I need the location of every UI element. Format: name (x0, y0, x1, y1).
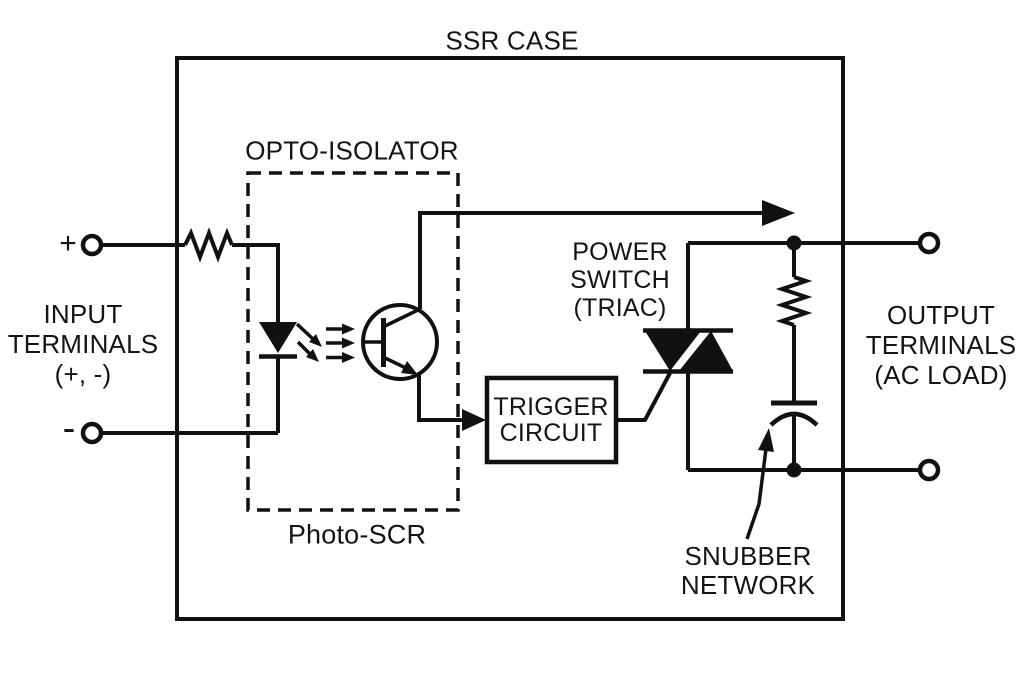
power-switch-label: POWER SWITCH (TRIAC) (570, 238, 670, 322)
terminal-icon (917, 458, 941, 482)
snubber-pointer-arrow (745, 428, 774, 540)
junction-icon (786, 462, 802, 478)
power-switch-line1: POWER (572, 238, 668, 266)
plus-sign: + (59, 227, 77, 260)
triac-icon (643, 243, 733, 470)
terminal-icon (80, 421, 104, 445)
terminals (80, 231, 941, 482)
photo-scr-label: Photo-SCR (287, 519, 427, 550)
phototransistor-icon (361, 303, 439, 381)
opto-isolator-label: OPTO-ISOLATOR (245, 135, 459, 166)
output-terminals-label: OUTPUT TERMINALS (AC LOAD) (866, 300, 1017, 390)
junction-dots (786, 235, 802, 478)
trigger-circuit-box (484, 375, 619, 465)
input-terminals-label: INPUT TERMINALS (+, -) (8, 299, 159, 389)
trigger-circuit-line2: CIRCUIT (499, 419, 603, 447)
snubber-network-line1: SNUBBER (684, 541, 812, 571)
triac-gate-wire (616, 372, 672, 422)
flow-arrow-icon (762, 200, 795, 226)
terminal-icon (917, 231, 941, 255)
terminal-icon (80, 233, 104, 257)
trigger-circuit-label: TRIGGER CIRCUIT (493, 394, 608, 446)
output-terminals-line3: (AC LOAD) (874, 360, 1008, 390)
ssr-case-label: SSR CASE (445, 25, 579, 56)
input-terminals-line2: TERMINALS (7, 329, 159, 359)
input-plus-wire (101, 227, 280, 322)
junction-icon (786, 235, 802, 251)
minus-sign: - (62, 407, 76, 450)
input-resistor-icon (183, 227, 234, 263)
snubber-resistor-icon (775, 275, 813, 327)
light-arrows-icon (295, 322, 355, 363)
input-terminals-line3: (+, -) (54, 359, 112, 389)
power-switch-line2: SWITCH (570, 266, 670, 294)
snubber-network-line2: NETWORK (680, 570, 816, 600)
emitter-to-trigger-wire (417, 373, 486, 431)
collector-flow-arrow (418, 200, 795, 309)
snubber-branch (769, 243, 819, 470)
trigger-circuit-line1: TRIGGER (493, 393, 609, 421)
output-terminals-line1: OUTPUT (886, 300, 996, 330)
led-icon (259, 322, 297, 433)
input-terminals-line1: INPUT (43, 299, 123, 329)
opto-isolator-dashed-box (246, 171, 460, 512)
output-terminals-line2: TERMINALS (865, 330, 1017, 360)
pointer-arrow-icon (758, 428, 774, 452)
output-wires (688, 241, 920, 472)
ssr-case-outline (175, 56, 845, 621)
snubber-network-label: SNUBBER NETWORK (681, 542, 815, 600)
power-switch-line3: (TRIAC) (573, 294, 667, 322)
led-anode-wire (232, 243, 280, 322)
trigger-arrowhead-icon (462, 409, 486, 431)
